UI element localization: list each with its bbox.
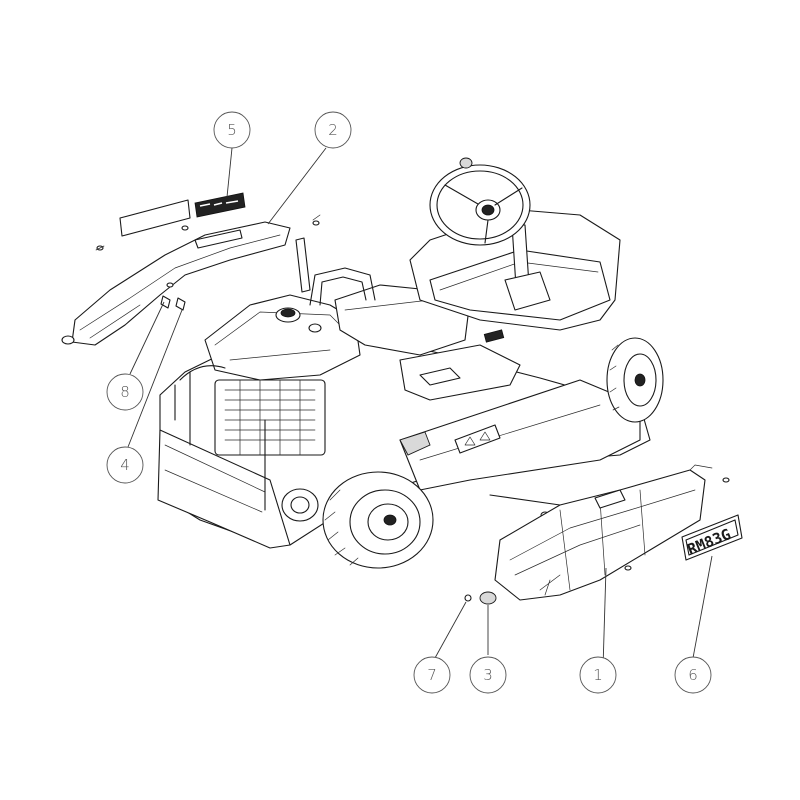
leader-line-5 xyxy=(226,147,233,198)
callout-label-8: 8 xyxy=(120,383,130,401)
part-right-cover xyxy=(494,464,713,601)
callout-label-4: 4 xyxy=(120,456,130,474)
callout-label-2: 2 xyxy=(328,121,338,139)
callout-circle-1 xyxy=(579,656,617,694)
callouts: 5 2 8 4 7 3 1 6 xyxy=(106,111,713,694)
callout-circle-2 xyxy=(314,111,352,149)
leader-line-6 xyxy=(692,555,713,659)
callout-label-6: 6 xyxy=(688,666,698,684)
callout-circle-8 xyxy=(106,373,144,411)
hardware-fasteners xyxy=(95,214,730,605)
leader-line-1 xyxy=(602,567,607,669)
callout-label-7: 7 xyxy=(427,666,437,684)
callout-label-1: 1 xyxy=(593,666,603,684)
callout-circle-3 xyxy=(469,656,507,694)
part-decal-plate xyxy=(119,192,246,237)
callout-circle-4 xyxy=(106,446,144,484)
callout-label-5: 5 xyxy=(227,121,237,139)
leader-line-4 xyxy=(127,309,183,448)
part-left-cover xyxy=(61,221,291,346)
callout-circle-5 xyxy=(213,111,251,149)
leader-line-7 xyxy=(434,601,467,659)
callout-circle-6 xyxy=(674,656,712,694)
callout-label-3: 3 xyxy=(483,666,493,684)
leader-line-8 xyxy=(129,301,165,375)
leader-line-2 xyxy=(267,147,327,225)
callout-circle-7 xyxy=(413,656,451,694)
mower-body xyxy=(157,157,664,569)
